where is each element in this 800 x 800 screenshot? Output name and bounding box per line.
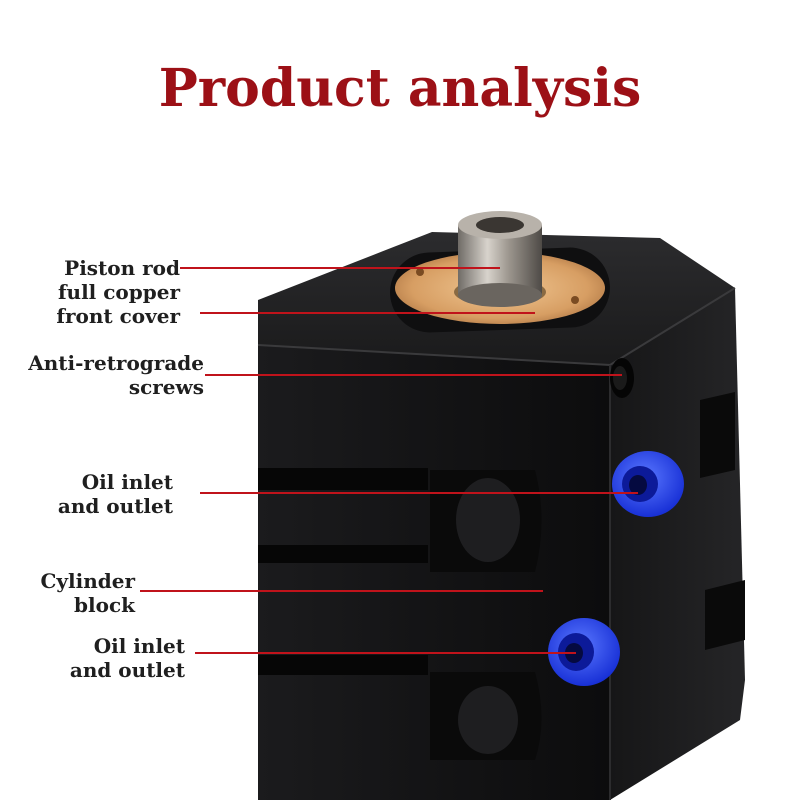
leader-lines — [140, 267, 638, 654]
label-piston-rod: Piston rod — [64, 256, 180, 280]
label-anti-retrograde-screws: Anti-retrograde screws — [28, 351, 204, 399]
label-cylinder-block: Cylinder block — [40, 569, 135, 617]
label-copper-cover: full copper front cover — [56, 280, 180, 328]
label-oil-port-upper: Oil inlet and outlet — [57, 470, 173, 518]
front-groove-upper — [258, 468, 428, 490]
front-groove-bottom — [258, 655, 428, 675]
front-groove-lower — [258, 545, 428, 563]
page-title: Product analysis — [158, 58, 642, 119]
label-oil-port-lower: Oil inlet and outlet — [69, 634, 185, 682]
